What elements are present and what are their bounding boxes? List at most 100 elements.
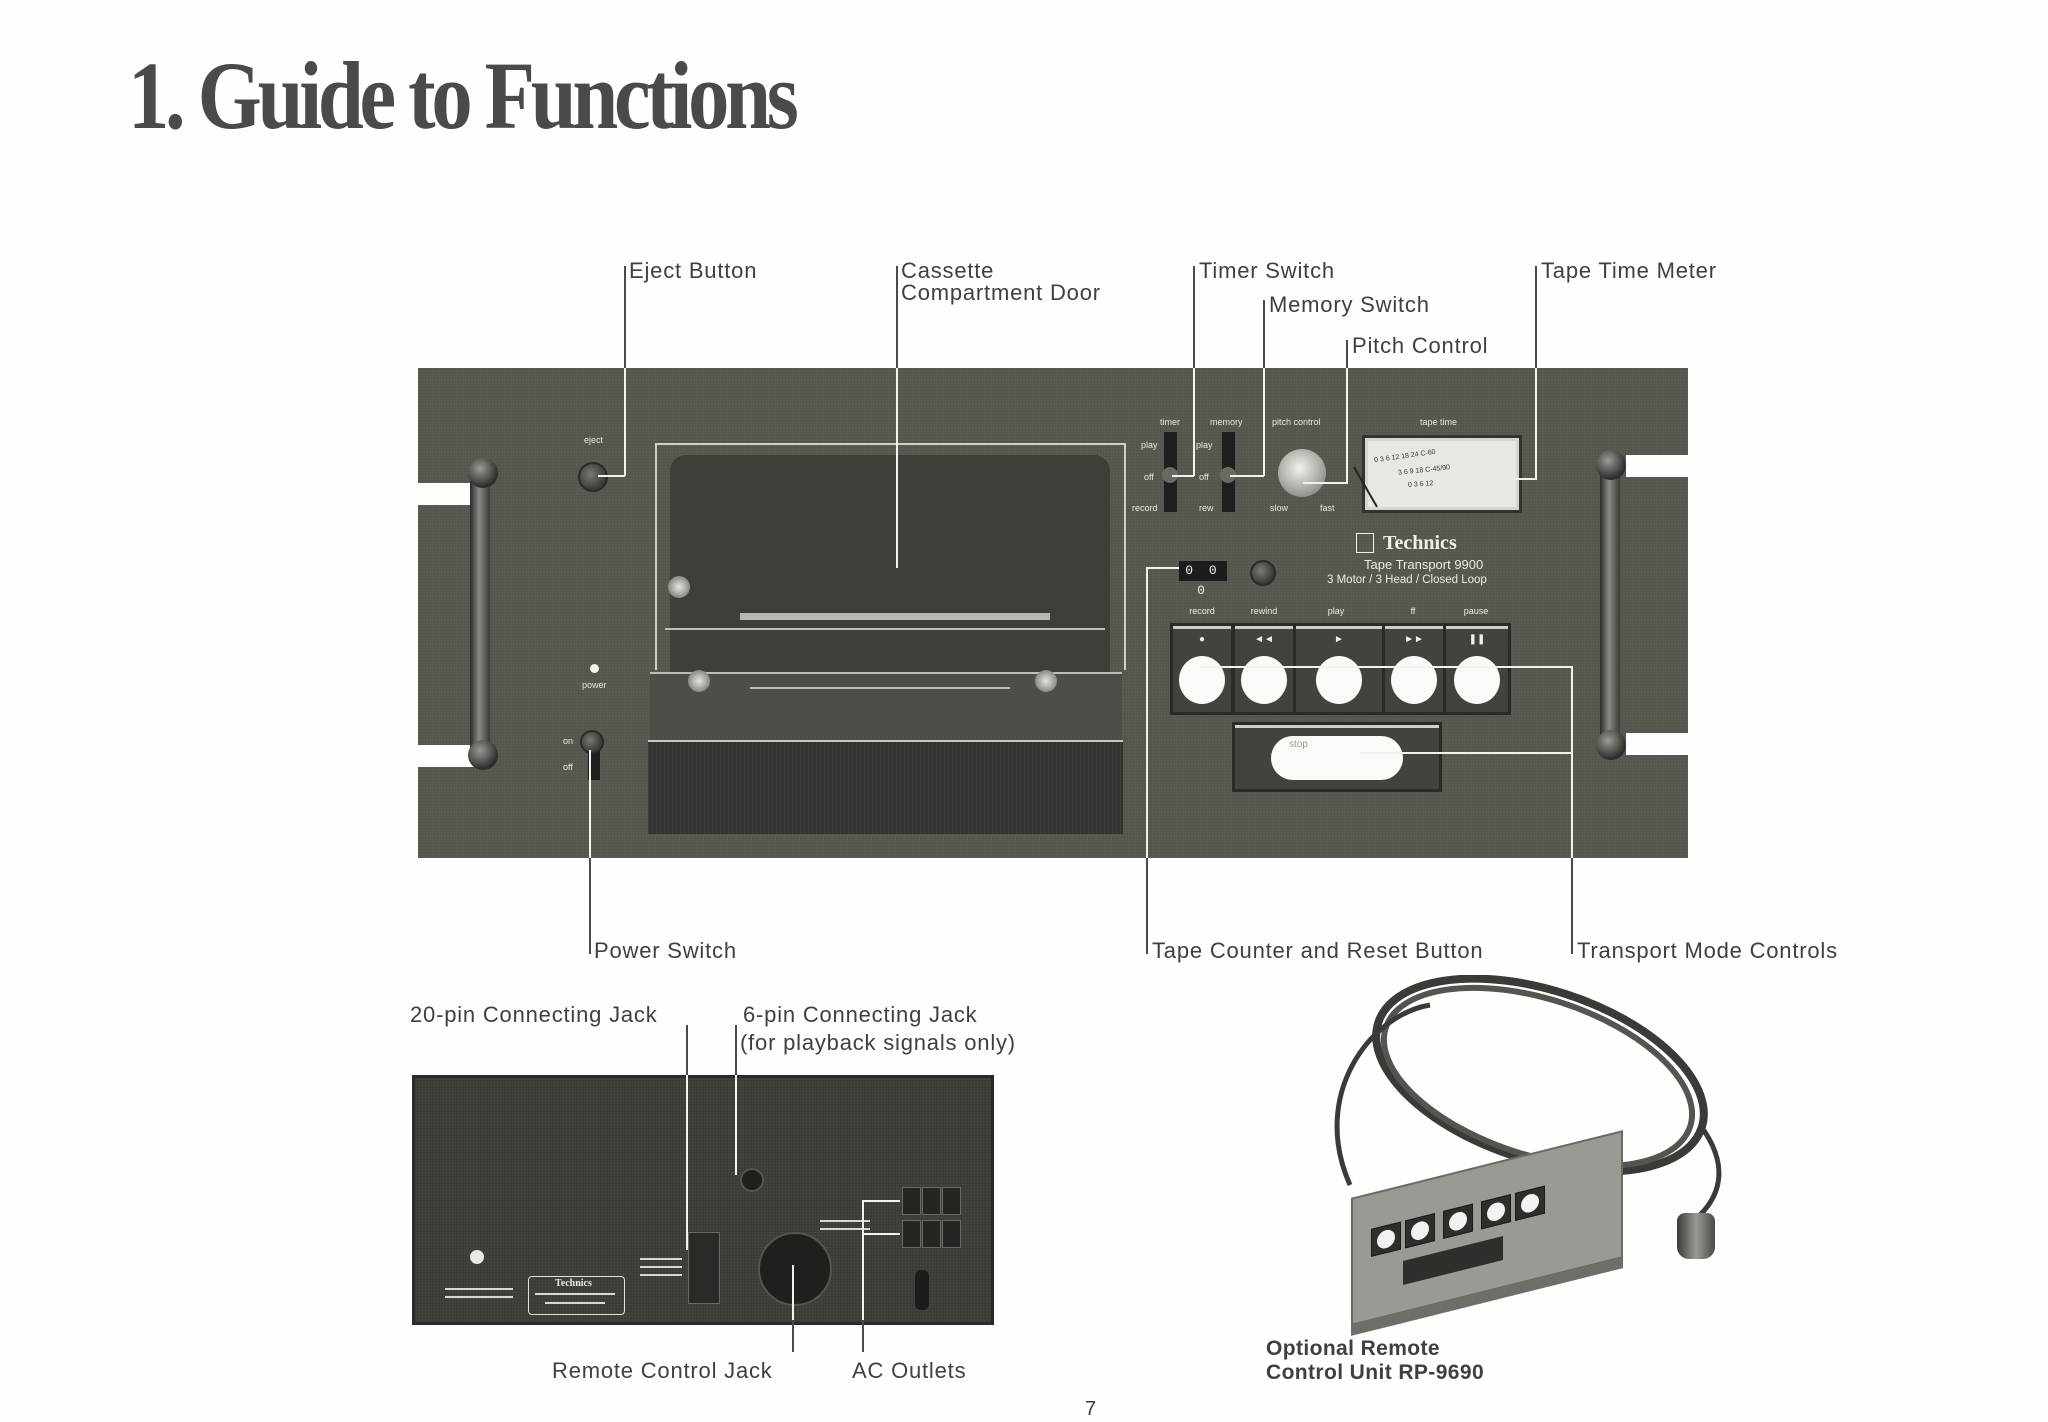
leader-line — [686, 1075, 688, 1250]
gnd-terminal — [470, 1250, 484, 1264]
remote-button — [1443, 1203, 1473, 1239]
leader-line — [624, 368, 626, 476]
leader-line — [589, 750, 591, 858]
brand-name: Technics — [1383, 532, 1457, 554]
leader-line — [624, 266, 626, 368]
pitch-title: pitch control — [1272, 417, 1321, 427]
model-name: Tape Transport 9900 — [1364, 557, 1484, 572]
play-button[interactable]: ► — [1293, 623, 1385, 715]
leader-line — [1193, 368, 1195, 476]
page-number: 7 — [1085, 1398, 1097, 1420]
memory-switch[interactable] — [1220, 467, 1236, 483]
leader-line — [896, 368, 898, 568]
rack-notch — [1626, 733, 1688, 755]
cassette-compartment-door[interactable] — [670, 455, 1110, 675]
leader-line — [1346, 368, 1348, 484]
memory-title: memory — [1210, 417, 1243, 427]
rear-text-line — [640, 1258, 682, 1260]
rack-notch — [1626, 455, 1688, 477]
meter-title: tape time — [1420, 417, 1458, 427]
leader-line — [1146, 567, 1148, 858]
rear-brand: Technics — [555, 1278, 592, 1289]
callout-cassette-line1: Cassette — [901, 258, 995, 283]
leader-line — [1147, 567, 1179, 569]
fast-forward-icon: ►► — [1404, 634, 1424, 645]
rear-text-line — [640, 1274, 682, 1276]
ac-outlet — [922, 1220, 941, 1248]
right-rack-handle — [1600, 455, 1620, 755]
rewind-button[interactable]: ◄◄ — [1232, 623, 1296, 715]
plate-text-line — [545, 1302, 605, 1304]
leader-line — [686, 1025, 688, 1075]
leader-line — [1263, 300, 1265, 368]
counter-reset-button[interactable] — [1250, 560, 1276, 586]
timer-switch[interactable] — [1162, 467, 1178, 483]
pitch-fast-label: fast — [1320, 503, 1335, 513]
transport-label: rewind — [1250, 606, 1278, 616]
leader-line — [1230, 475, 1264, 477]
record-button[interactable]: ● — [1170, 623, 1234, 715]
6-pin-connecting-jack[interactable] — [740, 1168, 764, 1192]
page-title: 1. Guide to Functions — [128, 42, 799, 149]
leader-line — [862, 1233, 900, 1235]
timer-pos-off: off — [1144, 472, 1154, 482]
leader-line — [862, 1320, 864, 1352]
tape-counter: 0 0 0 — [1179, 561, 1227, 598]
leader-line — [1535, 266, 1537, 368]
handle-mount — [468, 458, 498, 488]
leader-line — [792, 1265, 794, 1320]
callout-6-pin-jack-line1: 6-pin Connecting Jack — [743, 1002, 978, 1027]
rear-text-line — [820, 1228, 870, 1230]
callout-20-pin-jack: 20-pin Connecting Jack — [410, 1002, 658, 1027]
leader-line — [1515, 478, 1536, 480]
transport-label: ff — [1410, 606, 1416, 616]
ac-outlet — [902, 1220, 921, 1248]
rear-text-line — [640, 1266, 682, 1268]
cassette-tape-guide — [740, 613, 1050, 620]
callout-transport-mode: Transport Mode Controls — [1577, 938, 1838, 963]
handle-mount — [1596, 450, 1626, 480]
leader-line — [1535, 368, 1537, 480]
rear-text-line — [445, 1288, 513, 1290]
rear-text-line — [820, 1220, 870, 1222]
leader-line — [735, 1075, 737, 1175]
ac-outlet — [942, 1220, 961, 1248]
pitch-slow-label: slow — [1270, 503, 1289, 513]
remote-cable-illustration — [1334, 975, 1722, 1217]
leader-line — [862, 1200, 900, 1202]
on-label: on — [563, 736, 574, 746]
door-screw — [668, 576, 690, 598]
callout-6-pin-jack-line2: (for playback signals only) — [740, 1030, 1016, 1055]
memory-pos-off: off — [1199, 472, 1209, 482]
cassette-grille — [648, 740, 1123, 834]
leader-line — [735, 1025, 737, 1075]
callout-timer-switch: Timer Switch — [1199, 258, 1335, 283]
callout-remote-jack: Remote Control Jack — [552, 1358, 773, 1383]
transport-label: record — [1189, 606, 1215, 616]
ac-outlet — [942, 1187, 961, 1215]
callout-pitch-control: Pitch Control — [1352, 333, 1489, 358]
eject-button[interactable] — [578, 462, 608, 492]
fast-forward-button[interactable]: ►► — [1382, 623, 1446, 715]
20-pin-connecting-jack[interactable] — [688, 1232, 720, 1304]
leader-line — [1200, 666, 1572, 668]
ac-outlet — [922, 1187, 941, 1215]
leader-line — [1146, 858, 1148, 954]
pause-button[interactable]: ❚❚ — [1443, 623, 1511, 715]
rewind-icon: ◄◄ — [1254, 634, 1274, 645]
power-switch[interactable] — [580, 730, 604, 754]
leader-line — [1172, 475, 1194, 477]
leader-line — [1263, 368, 1265, 476]
timer-title: timer — [1160, 417, 1180, 427]
remote-button — [1481, 1194, 1511, 1230]
remote-control-jack[interactable] — [758, 1232, 832, 1306]
timer-pos-record: record — [1132, 503, 1158, 513]
pitch-control-knob[interactable] — [1278, 449, 1326, 497]
stop-label: stop — [1289, 739, 1308, 750]
stop-button[interactable] — [1271, 736, 1403, 780]
leader-line — [862, 1200, 864, 1320]
cassette-window-frame — [655, 443, 1126, 670]
technics-logo-icon — [1356, 533, 1374, 553]
remote-caption-line1: Optional Remote — [1266, 1337, 1441, 1360]
cable-strand — [1334, 1002, 1431, 1187]
